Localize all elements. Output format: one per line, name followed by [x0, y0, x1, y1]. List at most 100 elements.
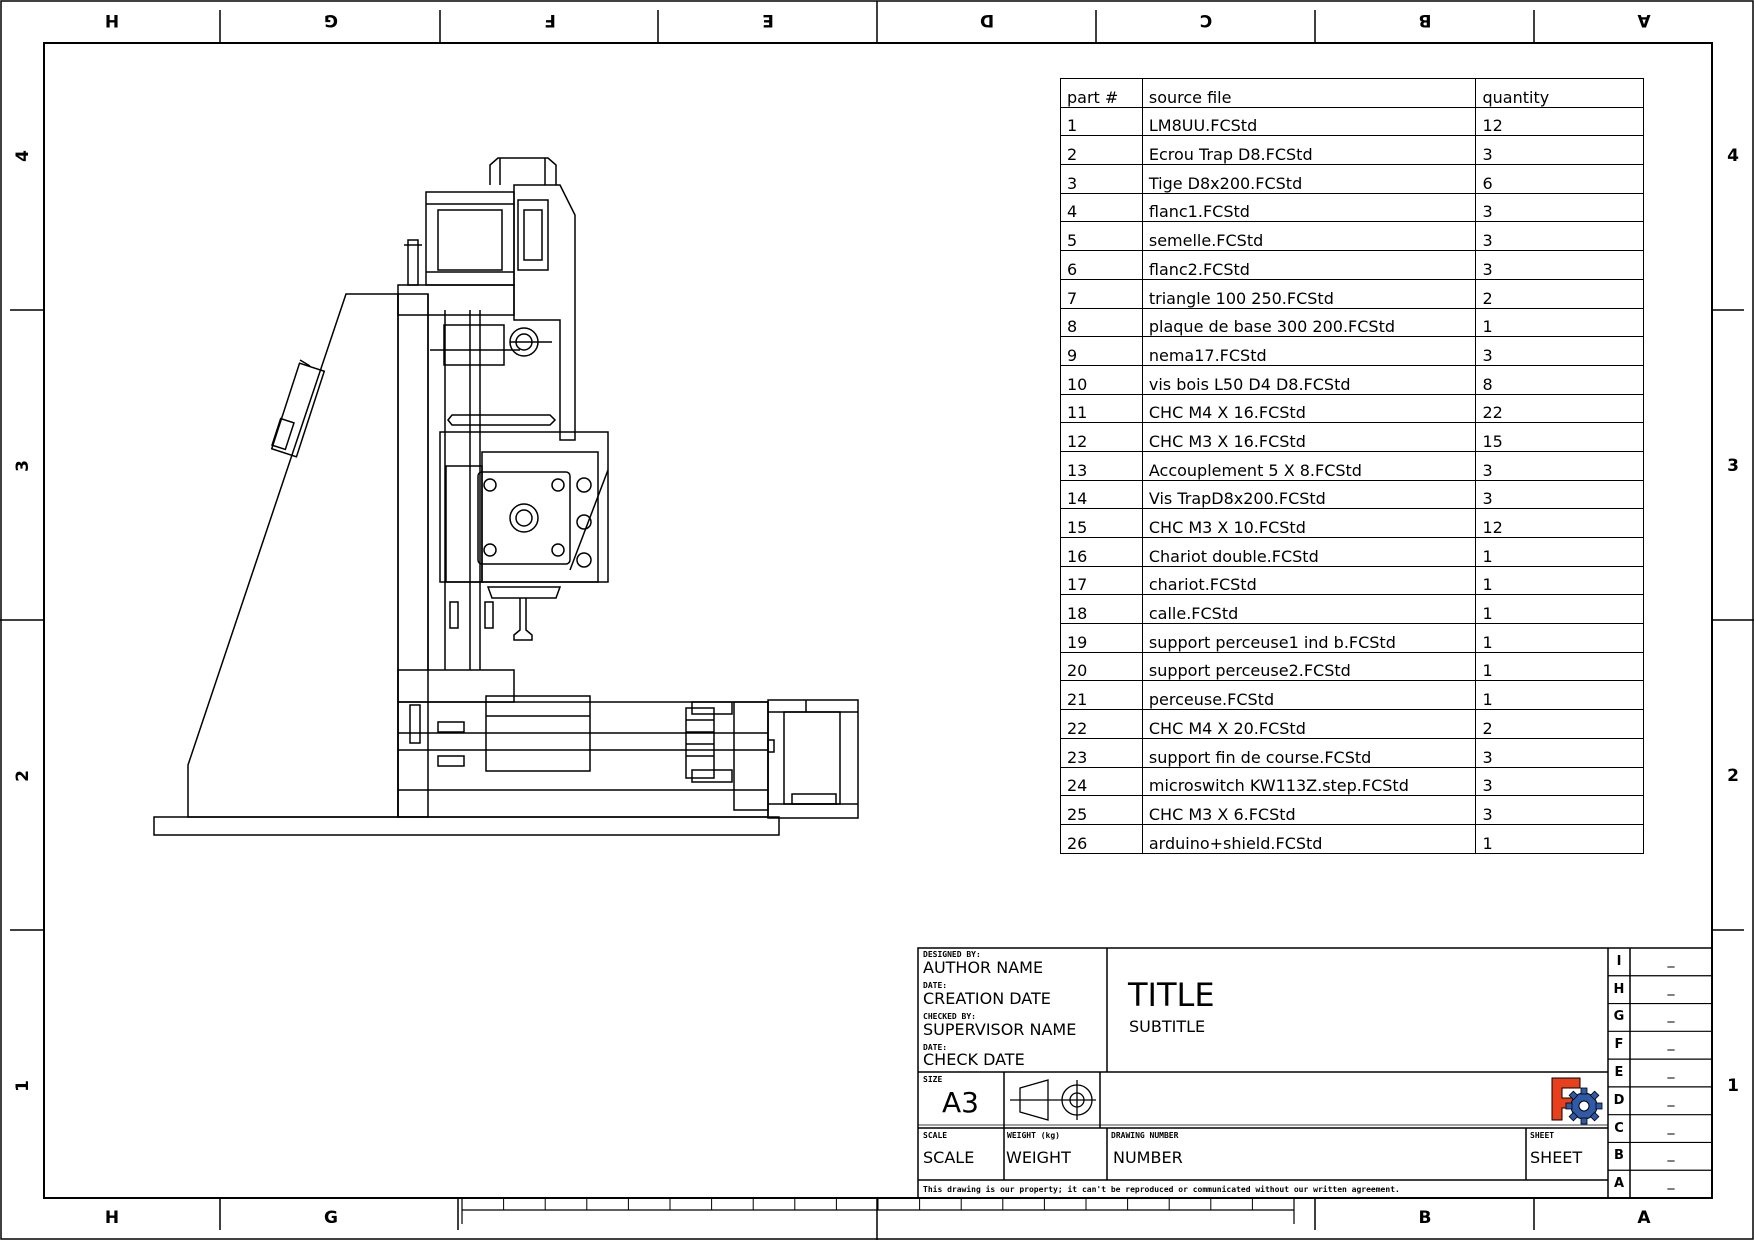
- revision-value: _: [1667, 951, 1675, 968]
- bom-cell-source: Accouplement 5 X 8.FCStd: [1141, 450, 1477, 481]
- zone-label-right-3: 3: [1727, 456, 1739, 476]
- size-label: SIZE: [923, 1075, 943, 1084]
- base-plate: [153, 816, 780, 836]
- bom-cell-source: CHC M3 X 6.FCStd: [1141, 795, 1477, 825]
- bom-cell-source: perceuse.FCStd: [1141, 680, 1477, 711]
- bom-cell-quantity: 3: [1475, 336, 1644, 366]
- drawing-number-label: DRAWING NUMBER: [1111, 1131, 1179, 1140]
- revision-value: _: [1667, 1063, 1675, 1079]
- revision-letter: G: [1613, 1009, 1625, 1025]
- bom-cell-quantity: 2: [1475, 709, 1644, 739]
- bom-cell-quantity: 1: [1475, 651, 1644, 682]
- bom-header-row: part # source file quantity: [1060, 78, 1644, 108]
- bom-cell-source: arduino+shield.FCStd: [1141, 823, 1477, 854]
- bom-cell-part: 7: [1060, 278, 1143, 309]
- zone-label-left-1: 1: [13, 1080, 33, 1092]
- drawing-subtitle: SUBTITLE: [1129, 1017, 1206, 1036]
- x-motor: [767, 699, 859, 819]
- bom-cell-quantity: 1: [1475, 623, 1644, 653]
- bom-cell-quantity: 6: [1475, 164, 1644, 194]
- bom-cell-quantity: 22: [1475, 393, 1644, 424]
- checked-by-label: CHECKED BY:: [923, 1012, 976, 1021]
- bom-cell-source: chariot.FCStd: [1141, 565, 1477, 596]
- bom-cell-quantity: 3: [1475, 737, 1644, 768]
- bom-cell-part: 4: [1060, 192, 1143, 223]
- revision-letter: F: [1614, 1037, 1624, 1053]
- bom-cell-part: 16: [1060, 537, 1143, 567]
- bom-cell-quantity: 3: [1475, 192, 1644, 223]
- bom-cell-part: 21: [1060, 680, 1143, 711]
- weight-value: WEIGHT: [1006, 1148, 1071, 1167]
- bom-cell-source: microswitch KW113Z.step.FCStd: [1141, 766, 1477, 797]
- bom-header-part: part #: [1060, 78, 1143, 108]
- revision-value: _: [1667, 1174, 1675, 1191]
- bom-cell-source: plaque de base 300 200.FCStd: [1141, 307, 1477, 338]
- bom-cell-part: 2: [1060, 135, 1143, 166]
- size-value: A3: [942, 1086, 979, 1119]
- bom-cell-source: support perceuse2.FCStd: [1141, 651, 1477, 682]
- top-motor: [425, 191, 515, 286]
- bom-cell-part: 23: [1060, 737, 1143, 768]
- bom-cell-source: Tige D8x200.FCStd: [1141, 164, 1477, 194]
- bom-cell-quantity: 15: [1475, 422, 1644, 452]
- bom-cell-quantity: 3: [1475, 221, 1644, 252]
- bom-cell-part: 26: [1060, 823, 1143, 854]
- designed-by-value: AUTHOR NAME: [923, 958, 1044, 977]
- revision-value: _: [1667, 1007, 1675, 1024]
- revision-value: _: [1667, 1118, 1675, 1135]
- ruler-ticks: [461, 1198, 1295, 1210]
- sheet-label: SHEET: [1530, 1131, 1555, 1140]
- revision-letter: A: [1613, 1176, 1625, 1192]
- zone-label-top-b: B: [1418, 10, 1432, 30]
- top-zone-ticks: [219, 1, 1535, 43]
- bom-cell-source: flanc2.FCStd: [1141, 250, 1477, 280]
- drawing-title: TITLE: [1128, 976, 1215, 1014]
- bom-header-source: source file: [1141, 78, 1477, 108]
- zone-label-right-2: 2: [1727, 766, 1739, 786]
- bom-cell-part: 6: [1060, 250, 1143, 280]
- coupling: [685, 707, 715, 779]
- bom-cell-quantity: 3: [1475, 795, 1644, 825]
- bom-cell-part: 19: [1060, 623, 1143, 653]
- bom-cell-quantity: 8: [1475, 364, 1644, 395]
- revision-value: _: [1667, 1090, 1675, 1107]
- revision-value: _: [1667, 1146, 1675, 1163]
- bom-cell-part: 12: [1060, 422, 1143, 452]
- bom-cell-quantity: 1: [1475, 565, 1644, 596]
- zone-label-right-1: 1: [1727, 1076, 1739, 1096]
- bom-cell-part: 9: [1060, 336, 1143, 366]
- revision-value: _: [1667, 979, 1675, 996]
- bom-cell-part: 14: [1060, 479, 1143, 510]
- arduino-box: [270, 362, 326, 458]
- bom-cell-part: 13: [1060, 450, 1143, 481]
- machine-side-view: [153, 157, 859, 836]
- revision-letter: E: [1614, 1065, 1624, 1080]
- zone-label-bottom-h: H: [104, 1208, 120, 1228]
- bom-cell-quantity: 1: [1475, 823, 1644, 854]
- revision-letter: B: [1614, 1148, 1624, 1164]
- check-date-value: CHECK DATE: [923, 1050, 1025, 1069]
- bom-cell-quantity: 3: [1475, 479, 1644, 510]
- column-left: [397, 293, 429, 818]
- bom-cell-quantity: 3: [1475, 766, 1644, 797]
- bom-cell-source: support fin de course.FCStd: [1141, 737, 1477, 768]
- bom-cell-source: calle.FCStd: [1141, 594, 1477, 625]
